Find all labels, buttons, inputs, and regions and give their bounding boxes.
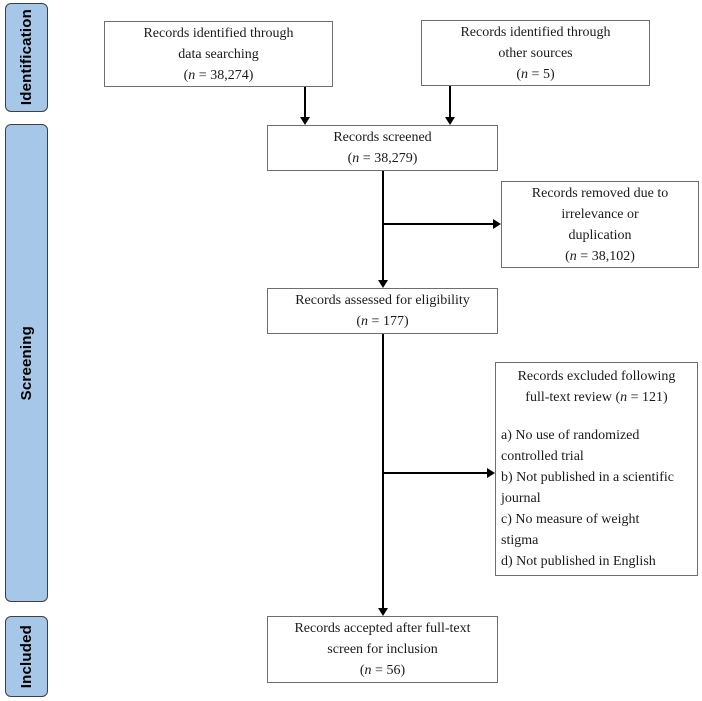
- connector-assessed-to-accepted: [382, 334, 384, 609]
- identified-data-line1: Records identified through: [143, 25, 294, 41]
- excluded-reason-line: d) Not published in English: [501, 554, 656, 569]
- box-records-screened: Records screened (n = 38,279): [267, 125, 498, 171]
- excluded-reason-line: b) Not published in a scientific: [501, 470, 675, 485]
- excluded-reason-line: a) No use of randomized: [501, 428, 640, 443]
- identified-other-line2: other sources: [498, 45, 573, 61]
- stage-screening-text: Screening: [18, 325, 35, 401]
- arrow-right-icon: [493, 219, 501, 229]
- screened-line1: Records screened: [333, 130, 432, 145]
- removed-line1: Records removed due to: [531, 185, 669, 201]
- stage-label-screening: Screening: [5, 124, 48, 602]
- connector-assessed-to-excluded: [383, 472, 487, 474]
- stage-included-text: Included: [18, 624, 35, 689]
- stage-identification-text: Identification: [18, 9, 35, 106]
- excluded-title-line2: full-text review (n = 121): [525, 390, 668, 405]
- assessed-line1: Records assessed for eligibility: [295, 293, 470, 308]
- box-records-excluded: Records excluded following full-text rev…: [495, 362, 698, 576]
- excluded-spacer: [501, 408, 692, 425]
- arrow-down-icon: [378, 280, 388, 288]
- connector-other-to-screened: [449, 86, 451, 118]
- box-records-accepted: Records accepted after full-text screen …: [267, 616, 498, 683]
- arrow-right-icon: [487, 468, 495, 478]
- connector-data-to-screened: [304, 87, 306, 118]
- identified-data-line2: data searching: [178, 46, 259, 62]
- accepted-count: (n = 56): [359, 663, 406, 678]
- connector-screened-to-assessed: [382, 171, 384, 281]
- excluded-reason-line: c) No measure of weight: [501, 512, 640, 527]
- stage-label-included: Included: [5, 616, 48, 697]
- accepted-line2: screen for inclusion: [327, 642, 438, 657]
- stage-label-identification: Identification: [5, 3, 48, 112]
- excluded-reason-list: a) No use of randomized controlled trial…: [501, 425, 692, 572]
- screened-count: (n = 38,279): [347, 151, 418, 166]
- box-records-removed: Records removed due to irrelevance or du…: [501, 181, 699, 268]
- arrow-down-icon: [300, 117, 310, 125]
- identified-other-line1: Records identified through: [460, 24, 611, 40]
- box-identified-other-sources: Records identified through other sources…: [421, 20, 650, 86]
- excluded-reason-line: stigma: [501, 533, 539, 548]
- excluded-reason-line: journal: [501, 491, 541, 506]
- box-identified-data-searching: Records identified through data searchin…: [104, 21, 333, 87]
- connector-screened-to-removed: [383, 223, 493, 225]
- removed-line2: irrelevance or: [561, 206, 639, 222]
- removed-count: (n = 38,102): [565, 248, 635, 264]
- accepted-line1: Records accepted after full-text: [294, 621, 471, 636]
- box-records-assessed: Records assessed for eligibility (n = 17…: [267, 288, 498, 334]
- arrow-down-icon: [378, 608, 388, 616]
- arrow-down-icon: [445, 117, 455, 125]
- identified-other-count: (n = 5): [516, 66, 555, 82]
- excluded-title-line1: Records excluded following: [517, 369, 676, 384]
- removed-line3: duplication: [568, 227, 632, 243]
- identified-data-count: (n = 38,274): [183, 67, 254, 83]
- excluded-reason-line: controlled trial: [501, 449, 584, 464]
- assessed-count: (n = 177): [356, 314, 409, 329]
